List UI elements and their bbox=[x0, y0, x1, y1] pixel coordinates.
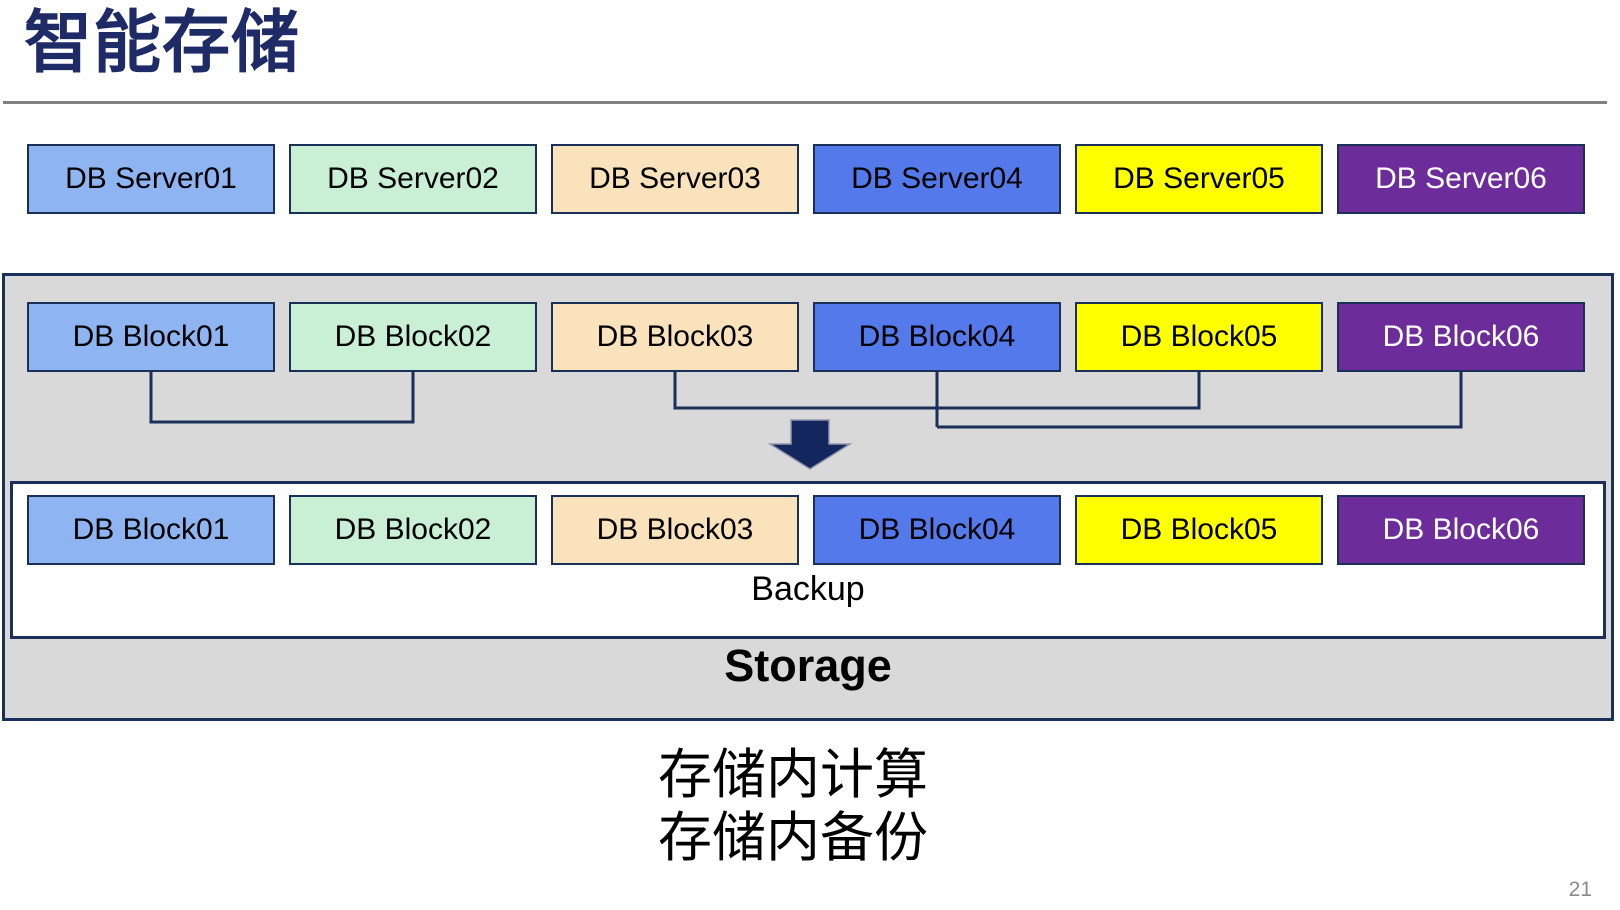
db-block-top-6: DB Block06 bbox=[1337, 302, 1585, 372]
caption-line-1: 存储内计算 bbox=[658, 745, 928, 805]
backup-label: Backup bbox=[751, 570, 865, 608]
db-block-bottom-6: DB Block06 bbox=[1337, 495, 1585, 565]
db-block-bottom-2: DB Block02 bbox=[289, 495, 537, 565]
storage-label: Storage bbox=[724, 640, 892, 691]
db-block-top-2: DB Block02 bbox=[289, 302, 537, 372]
db-block-bottom-5: DB Block05 bbox=[1075, 495, 1323, 565]
db-block-bottom-3: DB Block03 bbox=[551, 495, 799, 565]
caption-line-2: 存储内备份 bbox=[658, 807, 928, 868]
db-block-top-3: DB Block03 bbox=[551, 302, 799, 372]
db-server-box-5: DB Server05 bbox=[1075, 144, 1323, 214]
db-block-top-1: DB Block01 bbox=[27, 302, 275, 372]
db-server-box-2: DB Server02 bbox=[289, 144, 537, 214]
db-server-box-6: DB Server06 bbox=[1337, 144, 1585, 214]
db-block-top-5: DB Block05 bbox=[1075, 302, 1323, 372]
db-server-box-3: DB Server03 bbox=[551, 144, 799, 214]
db-server-box-1: DB Server01 bbox=[27, 144, 275, 214]
db-block-bottom-1: DB Block01 bbox=[27, 495, 275, 565]
db-block-bottom-4: DB Block04 bbox=[813, 495, 1061, 565]
db-server-box-4: DB Server04 bbox=[813, 144, 1061, 214]
title-divider bbox=[3, 101, 1607, 104]
db-block-top-4: DB Block04 bbox=[813, 302, 1061, 372]
caption-text: 存储内计算 存储内备份 bbox=[658, 744, 928, 869]
slide-title: 智能存储 bbox=[24, 5, 301, 81]
page-number: 21 bbox=[1568, 878, 1592, 901]
